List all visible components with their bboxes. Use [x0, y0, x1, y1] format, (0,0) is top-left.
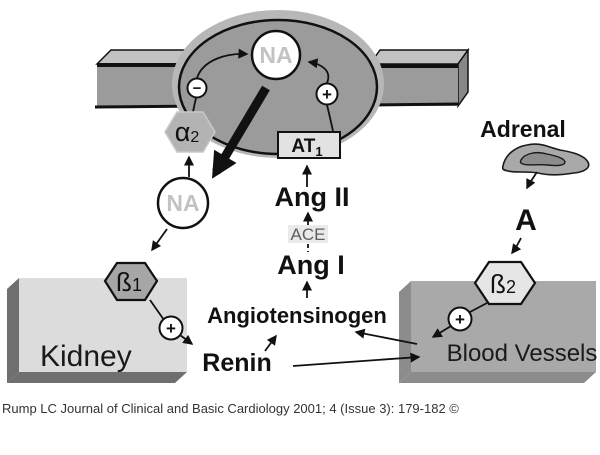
line-beta2-to-plus — [469, 302, 488, 313]
beta1-receptor-label: ß1 — [116, 267, 142, 297]
plus-glyph-presynaptic: + — [322, 85, 332, 104]
minus-glyph: − — [193, 80, 202, 97]
ang-ii-label: Ang II — [275, 182, 350, 212]
kidney-box-bottom-face — [7, 372, 187, 383]
axon-right-top-face — [368, 49, 470, 65]
angiotensinogen-label: Angiotensinogen — [207, 303, 387, 328]
line-alpha2-to-minus — [192, 97, 197, 113]
alpha2-receptor-label: α2 — [175, 117, 200, 147]
vessels-box-bottom-face — [399, 372, 596, 383]
plus-sign-vessels: + — [447, 306, 473, 332]
axon-right-bottom-edge — [369, 102, 459, 107]
alpha2-receptor-hexagon — [164, 111, 216, 153]
minus-sign-presynaptic: − — [186, 77, 208, 99]
beta2-receptor: ß2 — [473, 260, 537, 306]
na-vesicle: NA — [250, 29, 302, 81]
beta1-receptor: ß1 — [103, 261, 159, 302]
na-vesicle-label: NA — [259, 42, 292, 68]
adrenal-gland-inner — [519, 151, 566, 167]
arrow-renin-to-angiotensinogen — [264, 334, 277, 352]
ace-label-background — [288, 225, 328, 243]
arrow-a-to-beta2 — [511, 237, 522, 255]
axon-right — [368, 47, 470, 109]
arrow-plus-to-vessels — [431, 325, 452, 338]
at1-receptor-label: AT1 — [291, 136, 322, 159]
adrenal-gland — [501, 143, 590, 176]
kidney-label: Kidney — [40, 340, 132, 373]
arrow-na-to-beta1 — [151, 228, 168, 252]
line-at1-to-plus — [326, 104, 334, 132]
adrenaline-a-label: A — [515, 204, 537, 237]
plus-glyph-kidney: + — [166, 319, 176, 338]
adrenal-label: Adrenal — [480, 116, 566, 142]
na-vesicle-circle — [250, 29, 302, 81]
line-beta1-to-plus — [149, 299, 165, 321]
beta1-receptor-hexagon — [103, 261, 159, 302]
ace-label: ACE — [291, 225, 326, 244]
ang-i-label: Ang I — [277, 250, 345, 280]
at1-receptor-box — [277, 131, 341, 159]
plus-sign-kidney: + — [158, 315, 184, 341]
minus-circle — [186, 77, 208, 99]
na-released: NA — [156, 176, 210, 230]
citation-text: Rump LC Journal of Clinical and Basic Ca… — [2, 401, 459, 416]
blood-vessels-label: Blood Vessels — [447, 340, 598, 367]
na-released-circle — [156, 176, 210, 230]
vessels-box-left-face — [399, 281, 411, 383]
arrow-plus-to-na — [307, 58, 330, 84]
arrow-na-release-thick — [212, 85, 270, 179]
beta2-receptor-label: ß2 — [490, 269, 516, 299]
axon-right-front-face — [370, 64, 458, 106]
arrow-adrenal-to-a — [526, 171, 538, 190]
arrow-plus-to-renin — [179, 334, 194, 345]
renin-label: Renin — [202, 349, 271, 377]
na-released-label: NA — [166, 190, 199, 216]
plus-glyph-vessels: + — [455, 310, 465, 329]
plus-circle-kidney — [158, 315, 184, 341]
plus-sign-presynaptic: + — [315, 82, 339, 106]
kidney-box-left-face — [7, 278, 19, 383]
beta2-receptor-hexagon — [473, 260, 537, 306]
arrow-minus-to-na — [196, 48, 249, 79]
ace-label-group: ACE — [288, 225, 328, 244]
at1-receptor: AT1 — [277, 131, 341, 159]
alpha2-receptor: α2 — [164, 111, 216, 153]
plus-circle-vessels — [447, 306, 473, 332]
plus-circle-presynaptic — [315, 82, 339, 106]
arrow-vessels-to-angiotensinogen — [354, 328, 418, 345]
arrow-renin-to-vessels — [292, 352, 421, 367]
connectors — [149, 48, 538, 367]
